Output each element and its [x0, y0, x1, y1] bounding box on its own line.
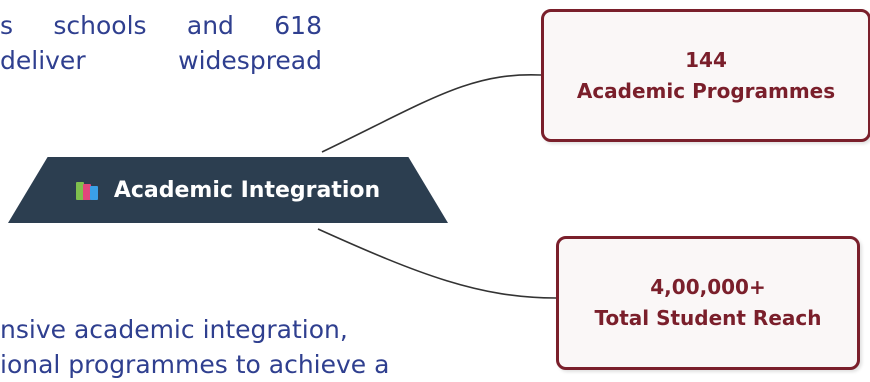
- books-icon: [75, 180, 100, 200]
- stat-label: Total Student Reach: [594, 306, 822, 330]
- intro-paragraph-line: s schools and 618: [0, 11, 322, 40]
- intro-paragraph: s schools and 618 deliver widespread: [0, 8, 322, 78]
- summary-paragraph: nsive academic integration, ional progra…: [0, 312, 390, 382]
- summary-paragraph-line: nsive academic integration,: [0, 315, 348, 344]
- connector-to-reach: [317, 228, 557, 299]
- connector-to-programmes: [321, 73, 542, 153]
- stat-value: 144: [685, 47, 727, 72]
- summary-paragraph-line: ional programmes to achieve a: [0, 350, 390, 379]
- stat-value: 4,00,000+: [650, 275, 766, 299]
- mindmap-connectors: [317, 73, 557, 299]
- intro-paragraph-line: deliver widespread: [0, 46, 322, 75]
- stat-card-academic-programmes[interactable]: 144 Academic Programmes: [541, 9, 870, 142]
- central-topic-label: Academic Integration: [113, 177, 381, 203]
- stat-label: Academic Programmes: [576, 78, 836, 103]
- central-topic-node[interactable]: Academic Integration: [8, 157, 448, 223]
- stat-card-student-reach[interactable]: 4,00,000+ Total Student Reach: [556, 236, 860, 370]
